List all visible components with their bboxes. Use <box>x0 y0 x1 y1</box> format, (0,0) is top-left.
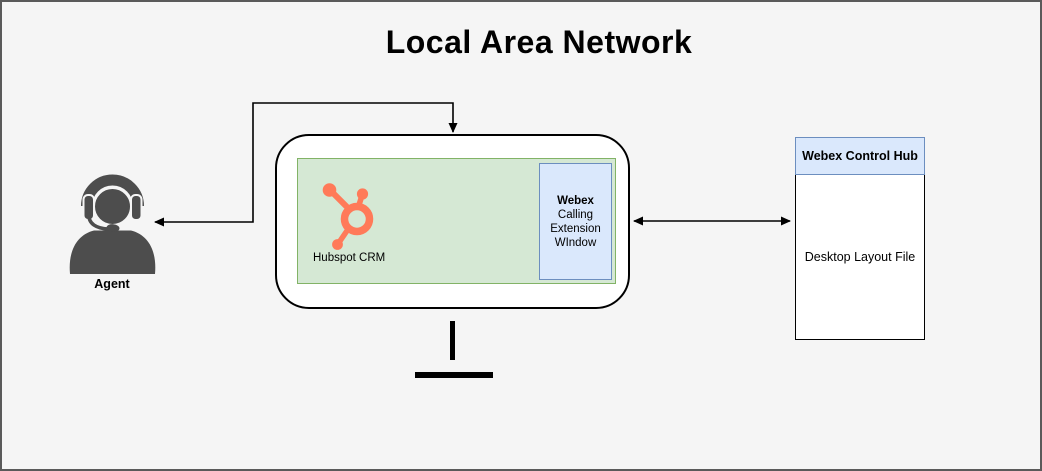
hubspot-crm-label: Hubspot CRM <box>313 252 386 264</box>
monitor-node[interactable]: Hubspot CRM Webex Calling Extension WInd… <box>275 134 630 309</box>
control-hub-body: Desktop Layout File <box>795 175 925 340</box>
webex-window-line: Calling <box>557 208 594 221</box>
webex-extension-window-node[interactable]: Webex Calling Extension WIndow <box>539 163 612 280</box>
hubspot-crm-node[interactable]: Hubspot CRM Webex Calling Extension WInd… <box>297 158 616 284</box>
elbow-double-arrow-agent-monitor[interactable] <box>154 102 458 227</box>
agent-headset-icon[interactable] <box>60 170 164 278</box>
webex-window-line: Extension <box>550 222 601 235</box>
hubspot-sprocket-icon <box>322 183 374 250</box>
webex-window-line: WIndow <box>554 236 597 249</box>
diagram-title: Local Area Network <box>385 24 693 60</box>
agent-label: Agent <box>94 277 130 291</box>
control-hub-header: Webex Control Hub <box>795 137 925 175</box>
webex-window-title: Webex <box>557 194 594 207</box>
control-hub-node[interactable]: Webex Control Hub Desktop Layout File <box>795 137 925 340</box>
